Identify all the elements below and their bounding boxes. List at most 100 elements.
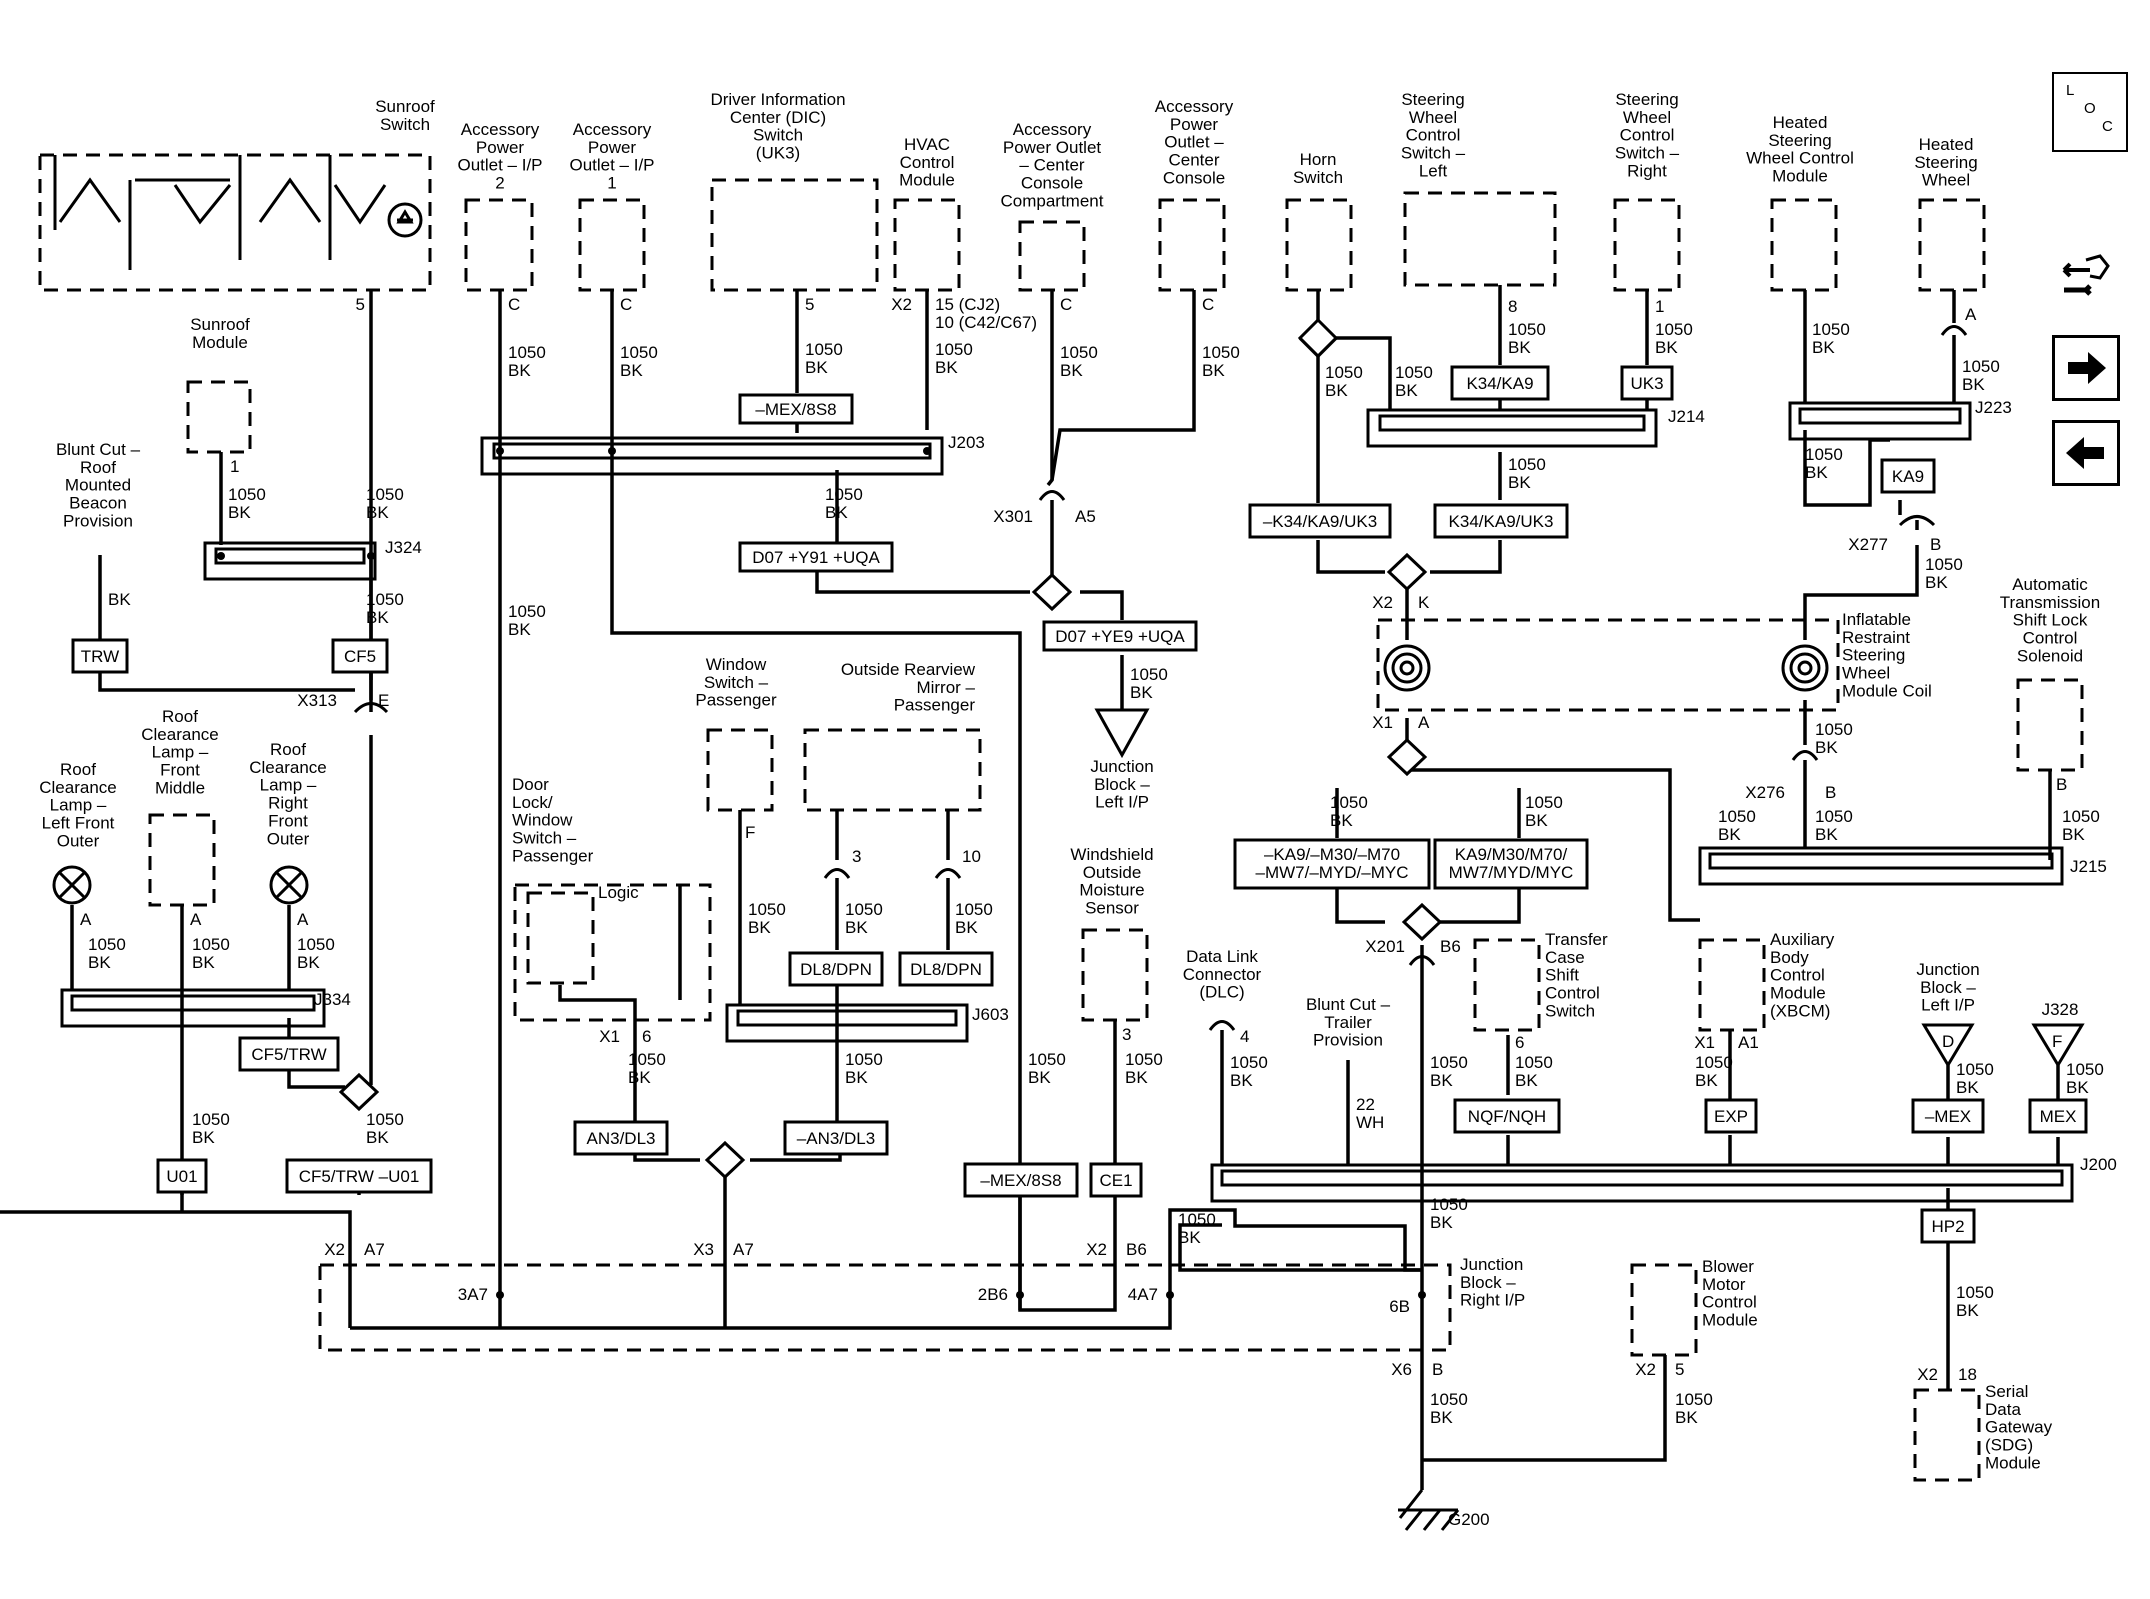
svg-text:5: 5	[356, 295, 365, 314]
wrench-car-icon-svg	[2062, 254, 2110, 296]
svg-text:J223: J223	[1975, 398, 2012, 417]
modules	[38, 153, 2084, 1482]
svg-text:CF5/TRW: CF5/TRW	[251, 1045, 326, 1064]
box-nqf: NQF/NQH	[1453, 1098, 1561, 1134]
svg-text:X2: X2	[1372, 593, 1393, 612]
svg-text:B6: B6	[1440, 937, 1461, 956]
svg-text:–MEX/8S8: –MEX/8S8	[755, 400, 836, 419]
svg-text:J324: J324	[385, 538, 422, 557]
dic-switch-box	[710, 178, 879, 292]
svg-text:3: 3	[1122, 1025, 1131, 1044]
horn-switch-box	[1285, 198, 1353, 292]
svg-text:J603: J603	[972, 1005, 1009, 1024]
box-uk3: UK3	[1620, 365, 1674, 401]
box-pos-ka9: KA9/M30/M70/MW7/MYD/MYC	[1433, 838, 1589, 890]
svg-text:MEX: MEX	[2040, 1107, 2077, 1126]
sunroof-module-box	[186, 380, 252, 454]
svg-text:C: C	[508, 295, 520, 314]
prev-button[interactable]	[2052, 420, 2120, 486]
box-ce1: CE1	[1089, 1162, 1143, 1198]
blower-box	[1630, 1263, 1698, 1357]
svg-text:X2: X2	[1635, 1360, 1656, 1379]
svg-text:B: B	[1432, 1360, 1443, 1379]
svg-text:X1: X1	[599, 1027, 620, 1046]
svg-text:18: 18	[1958, 1365, 1977, 1384]
hvac-box	[893, 198, 961, 292]
box-mex: MEX	[2028, 1098, 2088, 1134]
svg-text:J203: J203	[948, 433, 985, 452]
acc-center-console-box	[1158, 198, 1226, 292]
splice-labels: J203 J324 J214 J223 J334 J603 J215 J200 …	[314, 398, 2117, 1174]
inflatable-coil-box	[1376, 618, 1840, 712]
triangles	[1094, 708, 2085, 1068]
svg-text:U01: U01	[166, 1167, 197, 1186]
acc-power-1-box	[578, 198, 646, 292]
box-dl8-2: DL8/DPN	[898, 951, 994, 987]
label-logic: Logic	[598, 883, 639, 902]
junction-dots	[217, 447, 1426, 1299]
svg-text:E: E	[378, 691, 389, 710]
arrow-right-icon	[2068, 352, 2106, 384]
svg-text:4A7: 4A7	[1128, 1285, 1158, 1304]
svg-text:CF5/TRW –U01: CF5/TRW –U01	[299, 1167, 420, 1186]
svg-text:–MEX/8S8: –MEX/8S8	[980, 1171, 1061, 1190]
splice-diamonds	[338, 317, 1443, 1180]
loc-badge: L O C	[2052, 72, 2128, 152]
svg-text:D07 +YE9 +UQA: D07 +YE9 +UQA	[1055, 627, 1185, 646]
svg-text:X2: X2	[1086, 1240, 1107, 1259]
svg-text:A1: A1	[1738, 1033, 1759, 1052]
svg-text:1: 1	[230, 457, 239, 476]
arrow-left-icon	[2066, 437, 2104, 469]
box-hp2: HP2	[1920, 1208, 1976, 1244]
svg-text:A5: A5	[1075, 507, 1096, 526]
next-button[interactable]	[2052, 335, 2120, 401]
sw-right-box	[1613, 198, 1681, 292]
svg-text:BK: BK	[108, 590, 131, 609]
svg-text:HP2: HP2	[1931, 1217, 1964, 1236]
svg-text:X1: X1	[1372, 713, 1393, 732]
svg-text:8: 8	[1508, 297, 1517, 316]
roof-fm-box	[148, 813, 216, 907]
box-neg-ka9: –KA9/–M30/–M70–MW7/–MYD/–MYC	[1233, 838, 1431, 890]
splice-packs	[60, 401, 2074, 1203]
svg-text:X6: X6	[1391, 1360, 1412, 1379]
svg-text:B6: B6	[1126, 1240, 1147, 1259]
box-cf5trw-u01: CF5/TRW –U01	[285, 1158, 433, 1194]
svg-text:DL8/DPN: DL8/DPN	[800, 960, 872, 979]
svg-text:5: 5	[805, 295, 814, 314]
ats-lock-box	[2016, 678, 2084, 772]
svg-text:C: C	[1202, 295, 1214, 314]
door-lock-box	[513, 883, 712, 1022]
wrench-car-icon[interactable]	[2052, 245, 2120, 311]
